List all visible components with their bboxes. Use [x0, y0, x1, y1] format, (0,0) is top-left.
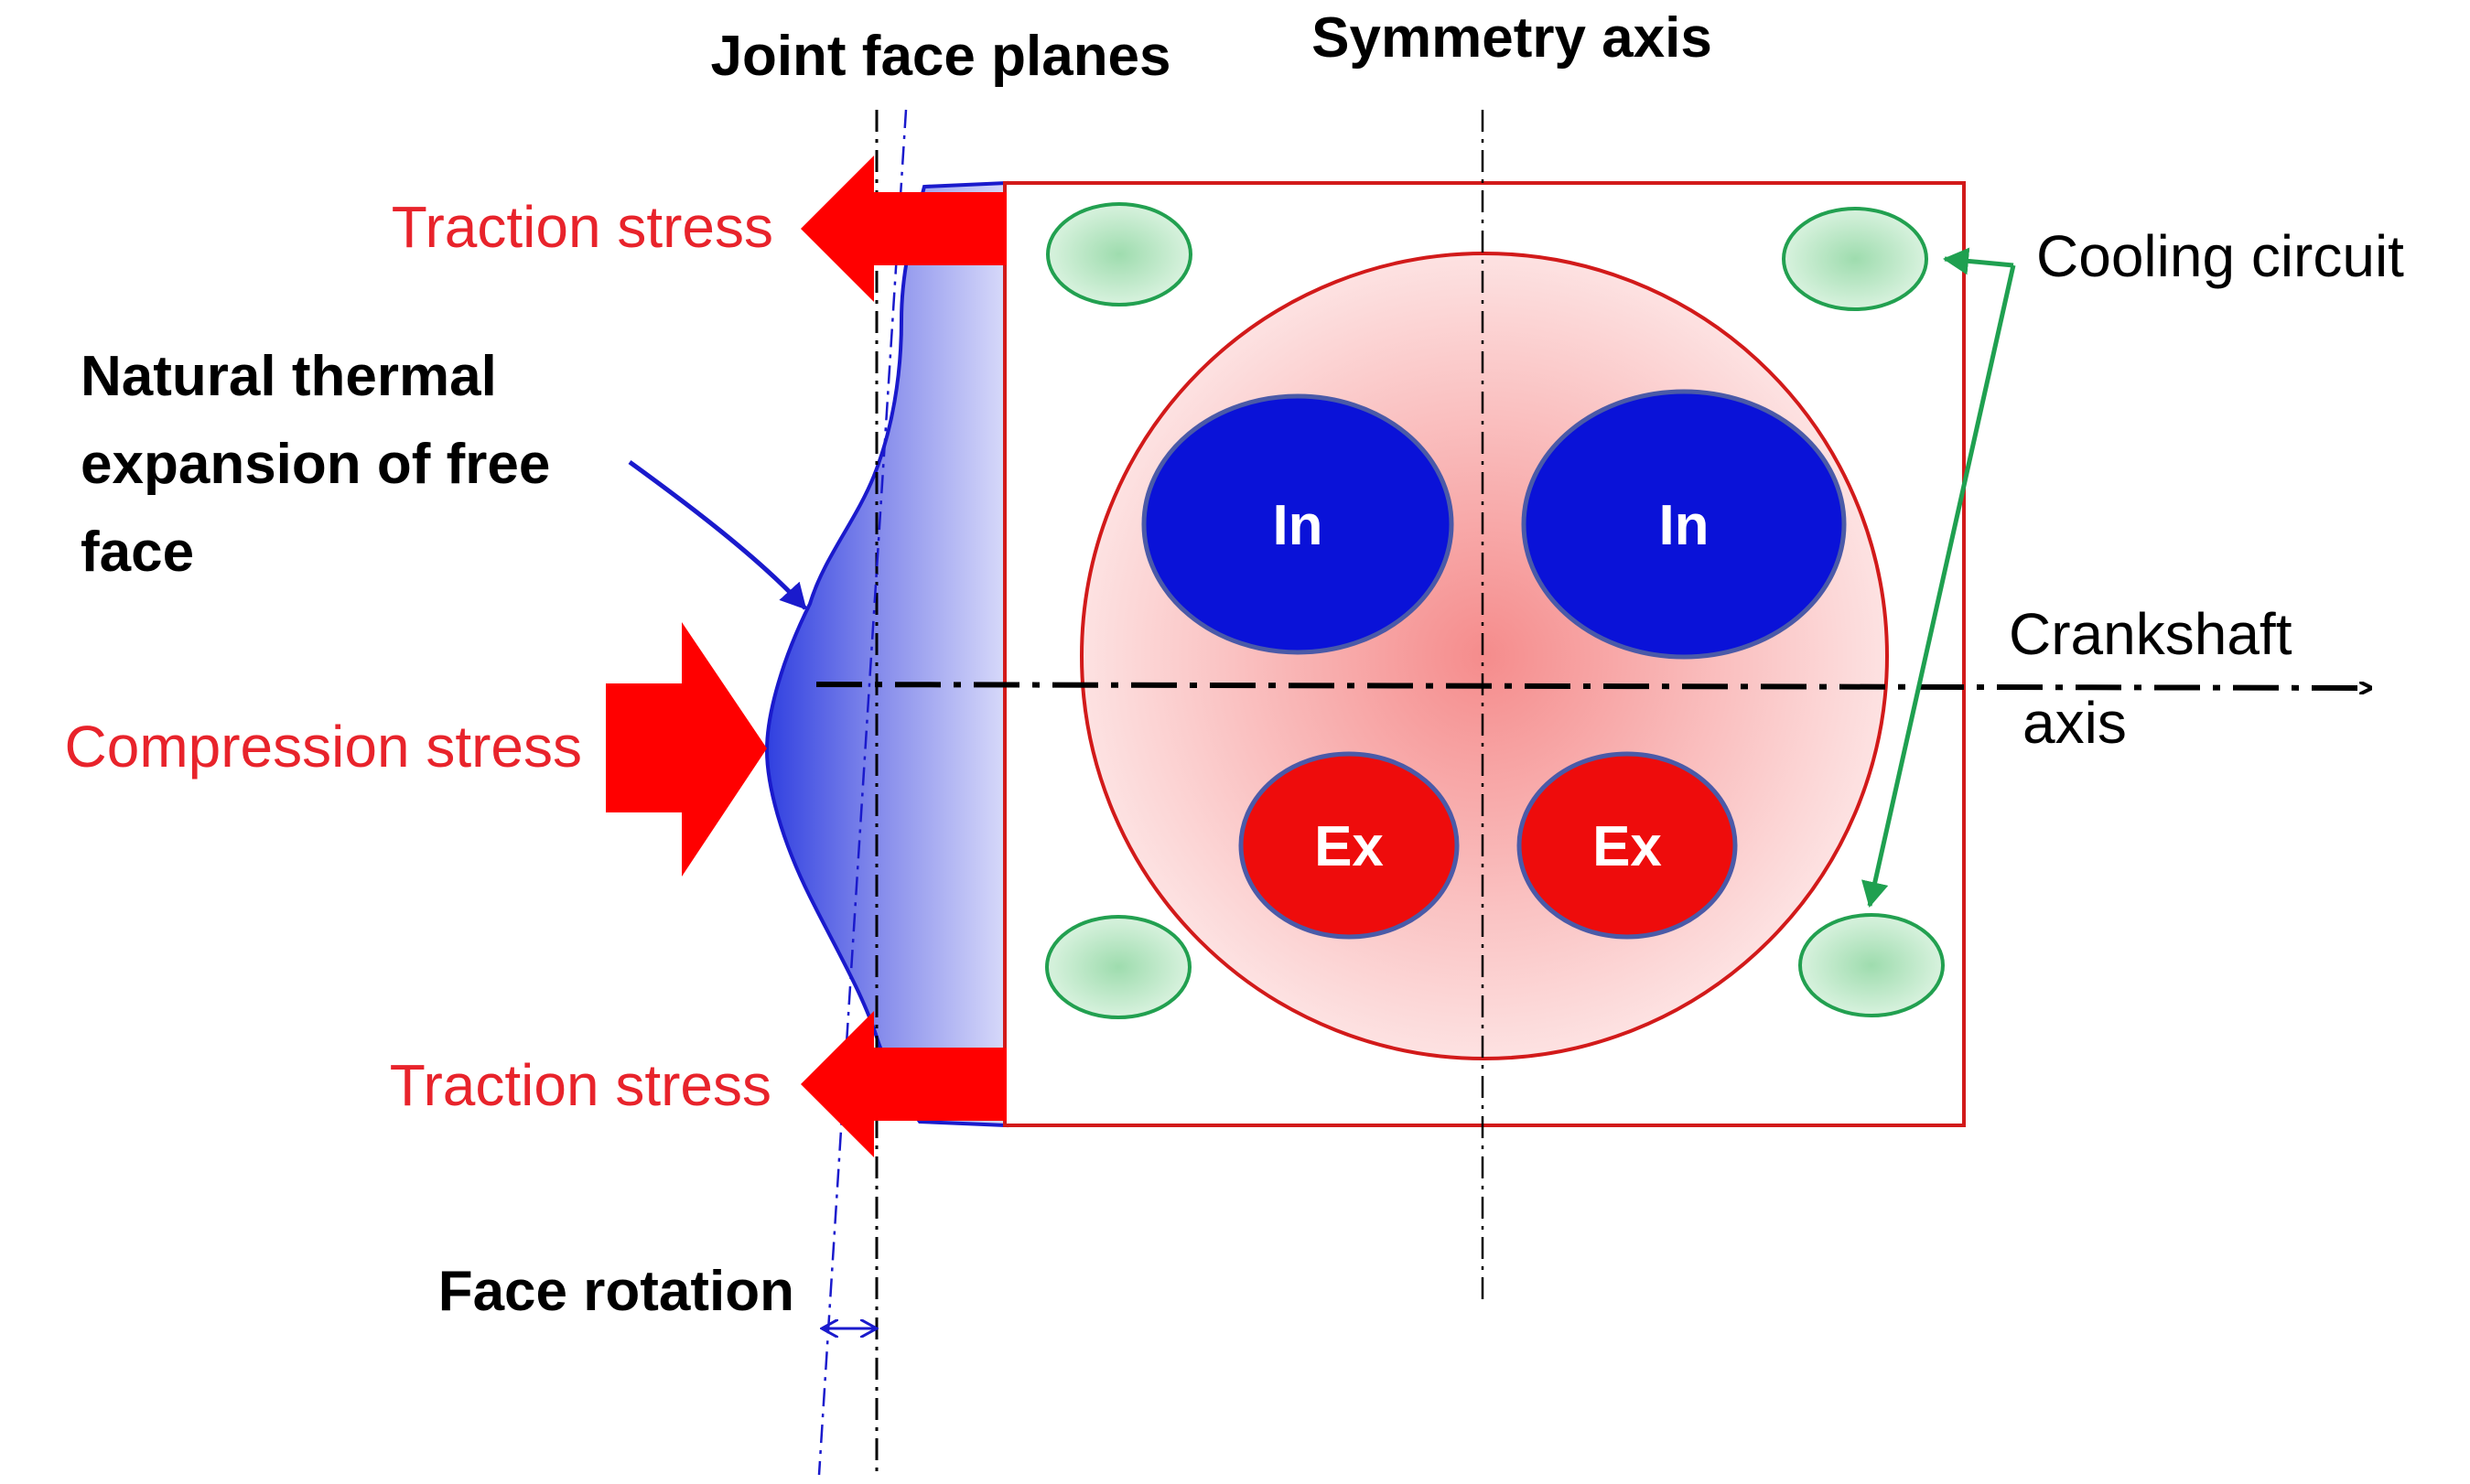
joint-face-planes-label: Joint face planes — [710, 25, 1170, 88]
traction-stress-arrow-top — [801, 156, 1007, 302]
cooling-circuit-top-right — [1782, 207, 1928, 311]
rotated-face-plane-line — [817, 109, 908, 1476]
cylinder-bore — [1080, 252, 1889, 1060]
natural-expansion-label-line3: face — [81, 521, 194, 584]
traction-stress-arrow-bottom — [801, 1011, 1007, 1157]
expansion-pointer-arrow — [628, 459, 807, 610]
cooling-arrow-to-bottom — [1861, 264, 2016, 908]
symmetry-axis-label: Symmetry axis — [1311, 6, 1712, 70]
cooling-circuit-bottom-left — [1045, 915, 1192, 1019]
cooling-arrow-to-top — [1943, 247, 2014, 275]
intake-right-label: In — [1658, 494, 1709, 557]
traction-stress-top-label: Traction stress — [392, 194, 773, 260]
crankshaft-axis-label-line2: axis — [2022, 690, 2127, 756]
cooling-circuit-bottom-right — [1798, 913, 1945, 1017]
exhaust-valve-left — [1238, 751, 1460, 940]
expansion-shape-filled — [764, 180, 1008, 1128]
face-rotation-label: Face rotation — [438, 1260, 794, 1323]
natural-expansion-label-line1: Natural thermal — [81, 345, 497, 408]
exhaust-valve-right — [1516, 751, 1738, 940]
traction-stress-bottom-label: Traction stress — [390, 1052, 771, 1118]
crankshaft-axis-line — [815, 684, 2370, 688]
crankshaft-axis-label-line1: Crankshaft — [2009, 601, 2292, 667]
compression-stress-arrow — [606, 622, 767, 876]
exhaust-left-label: Ex — [1314, 815, 1384, 878]
cooling-circuit-top-left — [1046, 202, 1192, 306]
exhaust-right-label: Ex — [1592, 815, 1662, 878]
cooling-circuit-label: Cooling circuit — [2036, 223, 2404, 289]
intake-valve-left — [1141, 393, 1454, 655]
compression-stress-label: Compression stress — [65, 714, 583, 780]
intake-valve-right — [1521, 389, 1847, 660]
intake-left-label: In — [1272, 494, 1322, 557]
natural-expansion-label-line2: expansion of free — [81, 433, 550, 496]
